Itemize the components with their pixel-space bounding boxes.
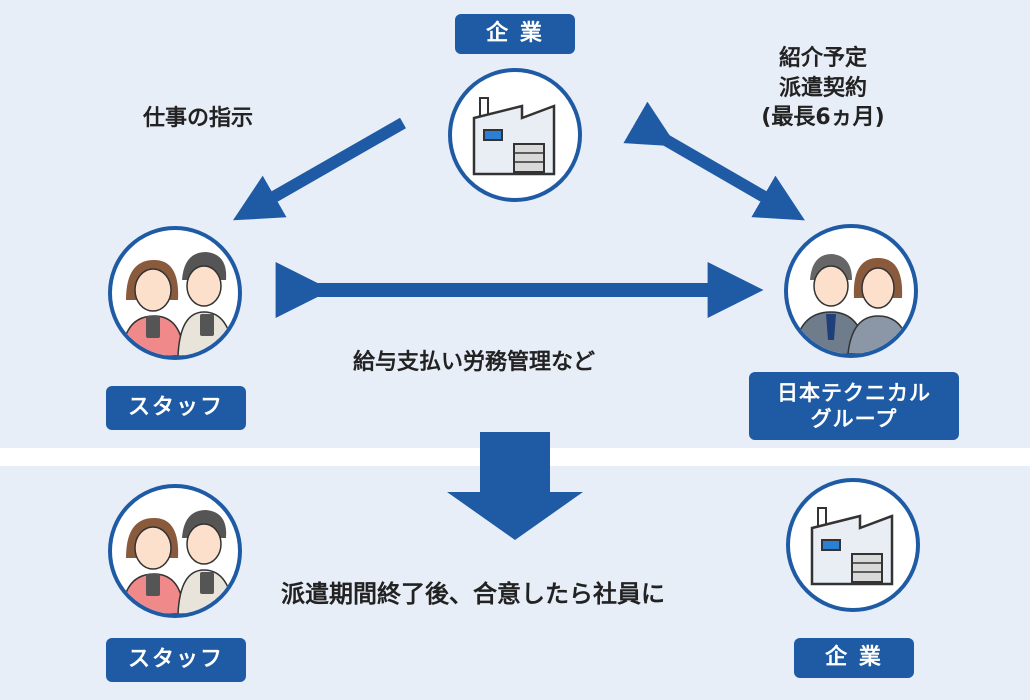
factory-icon <box>810 507 894 586</box>
group-tag-line-1: 日本テクニカル <box>777 380 931 405</box>
company-circle-top <box>448 68 582 202</box>
staff-circle-bottom <box>108 484 242 618</box>
staff-couple-icon <box>121 510 235 614</box>
transition-down-arrow <box>447 432 583 540</box>
contract-line-2: 派遣契約 <box>778 75 867 101</box>
staff-tag-top: スタッフ <box>106 386 246 430</box>
business-people-icon <box>793 254 911 354</box>
contract-arrow <box>623 101 805 221</box>
instruction-label: 仕事の指示 <box>143 106 254 131</box>
hire-label: 派遣期間終了後、合意したら社員に <box>281 580 665 608</box>
contract-line-3: (最長6ヵ月) <box>761 105 885 131</box>
payroll-label: 給与支払い労務管理など <box>353 350 596 375</box>
staff-circle-top <box>108 226 242 360</box>
instruction-arrow <box>233 117 406 221</box>
staff-tag-bottom: スタッフ <box>106 638 246 682</box>
factory-icon <box>472 97 556 176</box>
company-tag-bottom: 企 業 <box>794 638 914 678</box>
company-tag-top: 企 業 <box>455 14 575 54</box>
company-circle-bottom <box>786 478 920 612</box>
staff-couple-icon <box>121 252 235 356</box>
contract-line-1: 紹介予定 <box>778 46 867 71</box>
group-circle <box>784 224 918 358</box>
group-tag-line-2: グループ <box>810 407 898 431</box>
contract-label: 紹介予定 派遣契約 (最長6ヵ月) <box>748 44 898 133</box>
group-tag: 日本テクニカル グループ <box>749 372 959 440</box>
